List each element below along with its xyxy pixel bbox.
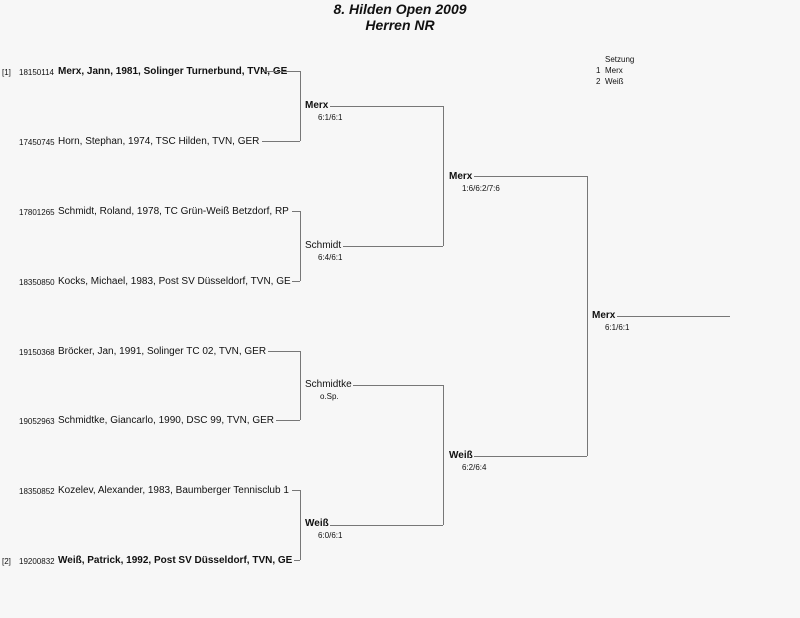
player-name: Merx, Jann, 1981, Solinger Turnerbund, T…	[58, 66, 288, 77]
license-number: 19150368	[19, 348, 55, 357]
bracket-connector	[587, 176, 588, 456]
match-winner: Weiß	[305, 518, 329, 529]
bracket-connector	[300, 351, 301, 420]
match-score: 6:2/6:4	[462, 463, 487, 472]
bracket-line	[343, 246, 443, 247]
seeding-number: 2	[596, 77, 601, 86]
bracket-line	[268, 351, 300, 352]
match-score: 6:4/6:1	[318, 253, 343, 262]
tournament-winner: Merx	[592, 310, 616, 321]
tournament-subtitle: Herren NR	[365, 17, 435, 33]
match-winner: Schmidt	[305, 240, 342, 251]
license-number: 18150114	[19, 68, 54, 77]
match-score: o.Sp.	[320, 392, 339, 401]
tournament-title: 8. Hilden Open 2009	[333, 1, 467, 17]
bracket-line	[330, 525, 443, 526]
license-number: 19200832	[19, 557, 55, 566]
bracket-line	[292, 490, 300, 491]
seeding-number: 1	[596, 66, 601, 75]
match-winner: Merx	[449, 171, 473, 182]
seed-label: [2]	[2, 557, 11, 566]
match-winner: Schmidtke	[305, 379, 352, 390]
match-score: 6:1/6:1	[318, 113, 343, 122]
final-score: 6:1/6:1	[605, 323, 630, 332]
bracket-connector	[300, 490, 301, 560]
bracket-connector	[443, 106, 444, 246]
seeding-header: Setzung	[605, 55, 635, 64]
bracket-line	[262, 71, 300, 72]
bracket-line	[262, 141, 300, 142]
match-score: 6:0/6:1	[318, 531, 343, 540]
bracket-line	[330, 106, 443, 107]
player-name: Horn, Stephan, 1974, TSC Hilden, TVN, GE…	[58, 136, 260, 147]
player-name: Kozelev, Alexander, 1983, Baumberger Ten…	[58, 485, 289, 496]
bracket-line	[292, 281, 300, 282]
player-name: Schmidtke, Giancarlo, 1990, DSC 99, TVN,…	[58, 415, 275, 426]
player-name: Kocks, Michael, 1983, Post SV Düsseldorf…	[58, 276, 291, 287]
match-winner: Merx	[305, 100, 329, 111]
seeding-name: Merx	[605, 66, 623, 75]
final-line	[617, 316, 730, 317]
bracket-line	[292, 211, 300, 212]
bracket-connector	[300, 71, 301, 141]
match-winner: Weiß	[449, 450, 473, 461]
seed-label: [1]	[2, 68, 11, 77]
bracket-line	[294, 560, 300, 561]
bracket-line	[276, 420, 300, 421]
bracket-connector	[443, 385, 444, 525]
seeding-name: Weiß	[605, 77, 624, 86]
player-name: Schmidt, Roland, 1978, TC Grün-Weiß Betz…	[58, 206, 289, 217]
match-score: 1:6/6:2/7:6	[462, 184, 500, 193]
license-number: 18350852	[19, 487, 55, 496]
license-number: 19052963	[19, 417, 55, 426]
license-number: 17450745	[19, 138, 55, 147]
license-number: 17801265	[19, 208, 55, 217]
license-number: 18350850	[19, 278, 55, 287]
player-name: Weiß, Patrick, 1992, Post SV Düsseldorf,…	[58, 555, 293, 566]
player-name: Bröcker, Jan, 1991, Solinger TC 02, TVN,…	[58, 346, 267, 357]
bracket-line	[474, 456, 587, 457]
bracket-line	[474, 176, 587, 177]
bracket-connector	[300, 211, 301, 281]
bracket-line	[353, 385, 443, 386]
